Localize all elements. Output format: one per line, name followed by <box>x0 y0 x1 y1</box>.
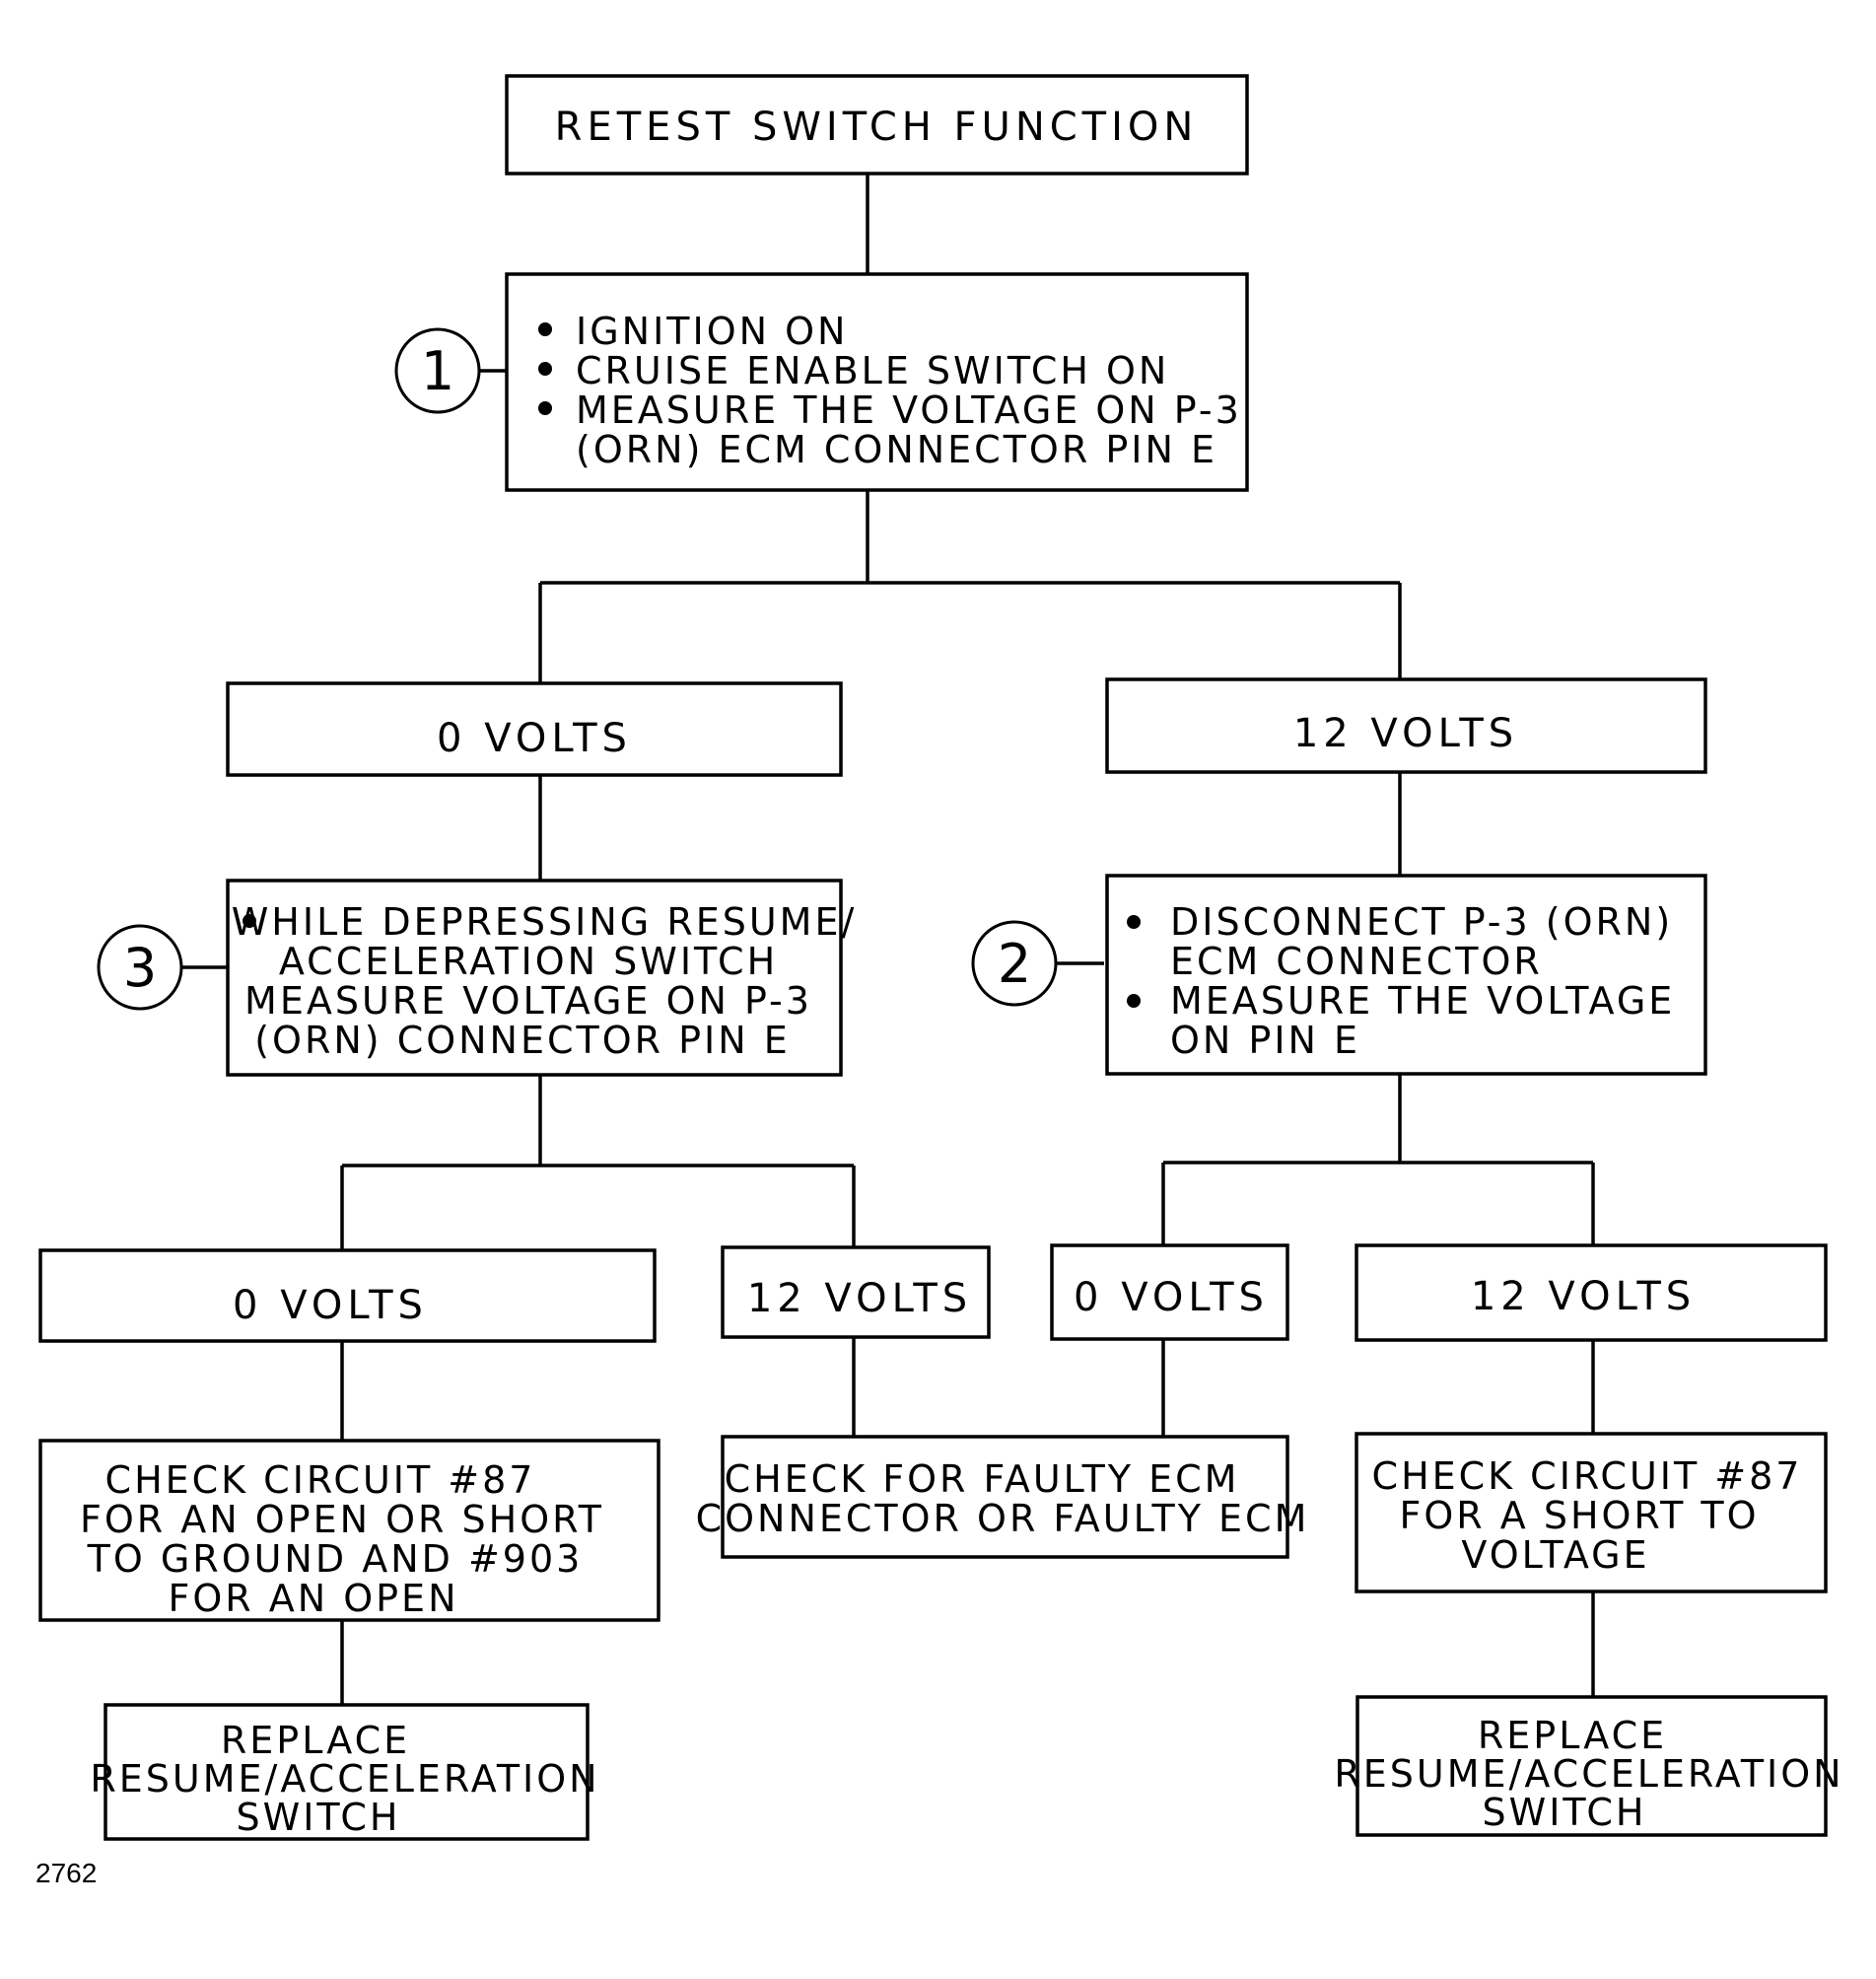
step1-line-4: (ORN) ECM CONNECTOR PIN E <box>576 428 1217 471</box>
step2-line-1: DISCONNECT P-3 (ORN) <box>1170 900 1673 944</box>
step2-line-4: ON PIN E <box>1170 1019 1360 1062</box>
replace-right-line-3: SWITCH <box>1483 1791 1647 1834</box>
callout-2-number: 2 <box>998 933 1031 995</box>
bullet <box>538 401 552 415</box>
callout-3-number: 3 <box>123 937 157 999</box>
node-text: 12 VOLTS <box>1471 1274 1696 1319</box>
node-text: 12 VOLTS <box>747 1276 972 1321</box>
check87-open-line-2: FOR AN OPEN OR SHORT <box>80 1498 604 1541</box>
node-text: 0 VOLTS <box>1074 1275 1269 1320</box>
replace-left-line-2: RESUME/ACCELERATION <box>90 1757 599 1801</box>
node-right-12-volts: 12 VOLTS <box>1105 677 1707 774</box>
step3-line-4: (ORN) CONNECTOR PIN E <box>254 1019 791 1062</box>
figure-number: 2762 <box>35 1858 97 1888</box>
callout-3: 3 <box>97 924 183 1011</box>
node-check-faulty-ecm: CHECK FOR FAULTY ECM CONNECTOR OR FAULTY… <box>696 1435 1310 1559</box>
node-text: 0 VOLTS <box>233 1283 428 1328</box>
bullet <box>1127 994 1141 1008</box>
check87-short-line-3: VOLTAGE <box>1461 1533 1649 1577</box>
faulty-ecm-line-2: CONNECTOR OR FAULTY ECM <box>696 1497 1310 1540</box>
step2-line-3: MEASURE THE VOLTAGE <box>1170 979 1675 1023</box>
node-rr-12-volts: 12 VOLTS <box>1355 1243 1828 1342</box>
check87-short-line-1: CHECK CIRCUIT #87 <box>1372 1454 1803 1498</box>
step1-line-3: MEASURE THE VOLTAGE ON P-3 <box>576 389 1242 432</box>
check87-open-line-1: CHECK CIRCUIT #87 <box>105 1458 536 1502</box>
node-step-2: DISCONNECT P-3 (ORN) ECM CONNECTOR MEASU… <box>1105 874 1707 1076</box>
check87-short-line-2: FOR A SHORT TO <box>1400 1494 1760 1537</box>
step2-line-2: ECM CONNECTOR <box>1170 940 1543 983</box>
connector-step3-split <box>340 1075 856 1250</box>
node-replace-switch-left: REPLACE RESUME/ACCELERATION SWITCH <box>90 1703 599 1841</box>
node-left-0-volts: 0 VOLTS <box>226 681 843 777</box>
node-ll-0-volts: 0 VOLTS <box>38 1248 657 1343</box>
faulty-ecm-line-1: CHECK FOR FAULTY ECM <box>725 1457 1240 1501</box>
callout-1-number: 1 <box>421 340 454 402</box>
replace-left-line-1: REPLACE <box>221 1719 410 1762</box>
step1-line-2: CRUISE ENABLE SWITCH ON <box>576 349 1169 392</box>
connector-to-faulty-ecm <box>852 1337 1165 1437</box>
node-retest-switch-function: RETEST SWITCH FUNCTION <box>505 74 1249 176</box>
node-rl-0-volts: 0 VOLTS <box>1050 1243 1289 1341</box>
node-text: RETEST SWITCH FUNCTION <box>555 105 1199 150</box>
bullet <box>538 322 552 336</box>
connectors <box>181 174 1595 1705</box>
bullet <box>243 914 256 928</box>
step3-line-1: WHILE DEPRESSING RESUME/ <box>232 900 858 944</box>
node-replace-switch-right: REPLACE RESUME/ACCELERATION SWITCH <box>1334 1695 1843 1837</box>
check87-open-line-3: TO GROUND AND #903 <box>87 1537 584 1581</box>
node-text: 0 VOLTS <box>437 716 632 761</box>
step1-line-1: IGNITION ON <box>576 310 848 353</box>
step3-line-2: ACCELERATION SWITCH <box>279 940 778 983</box>
replace-right-line-2: RESUME/ACCELERATION <box>1334 1752 1843 1796</box>
node-lr-12-volts: 12 VOLTS <box>721 1245 991 1339</box>
node-text: 12 VOLTS <box>1293 711 1518 756</box>
connector-step1-split <box>538 490 1402 683</box>
replace-left-line-3: SWITCH <box>237 1796 401 1839</box>
callout-2: 2 <box>971 920 1058 1007</box>
step3-line-3: MEASURE VOLTAGE ON P-3 <box>244 979 812 1023</box>
node-check-circuit-87-open: CHECK CIRCUIT #87 FOR AN OPEN OR SHORT T… <box>38 1439 660 1622</box>
connector-step2-split <box>1161 1074 1595 1245</box>
node-step-1: IGNITION ON CRUISE ENABLE SWITCH ON MEAS… <box>505 272 1249 492</box>
replace-right-line-1: REPLACE <box>1478 1714 1667 1757</box>
bullet <box>1127 915 1141 929</box>
node-step-3: WHILE DEPRESSING RESUME/ ACCELERATION SW… <box>226 879 858 1077</box>
node-check-circuit-87-short: CHECK CIRCUIT #87 FOR A SHORT TO VOLTAGE <box>1355 1432 1828 1593</box>
bullet <box>538 362 552 376</box>
callout-1: 1 <box>394 327 481 414</box>
check87-open-line-4: FOR AN OPEN <box>168 1577 458 1620</box>
